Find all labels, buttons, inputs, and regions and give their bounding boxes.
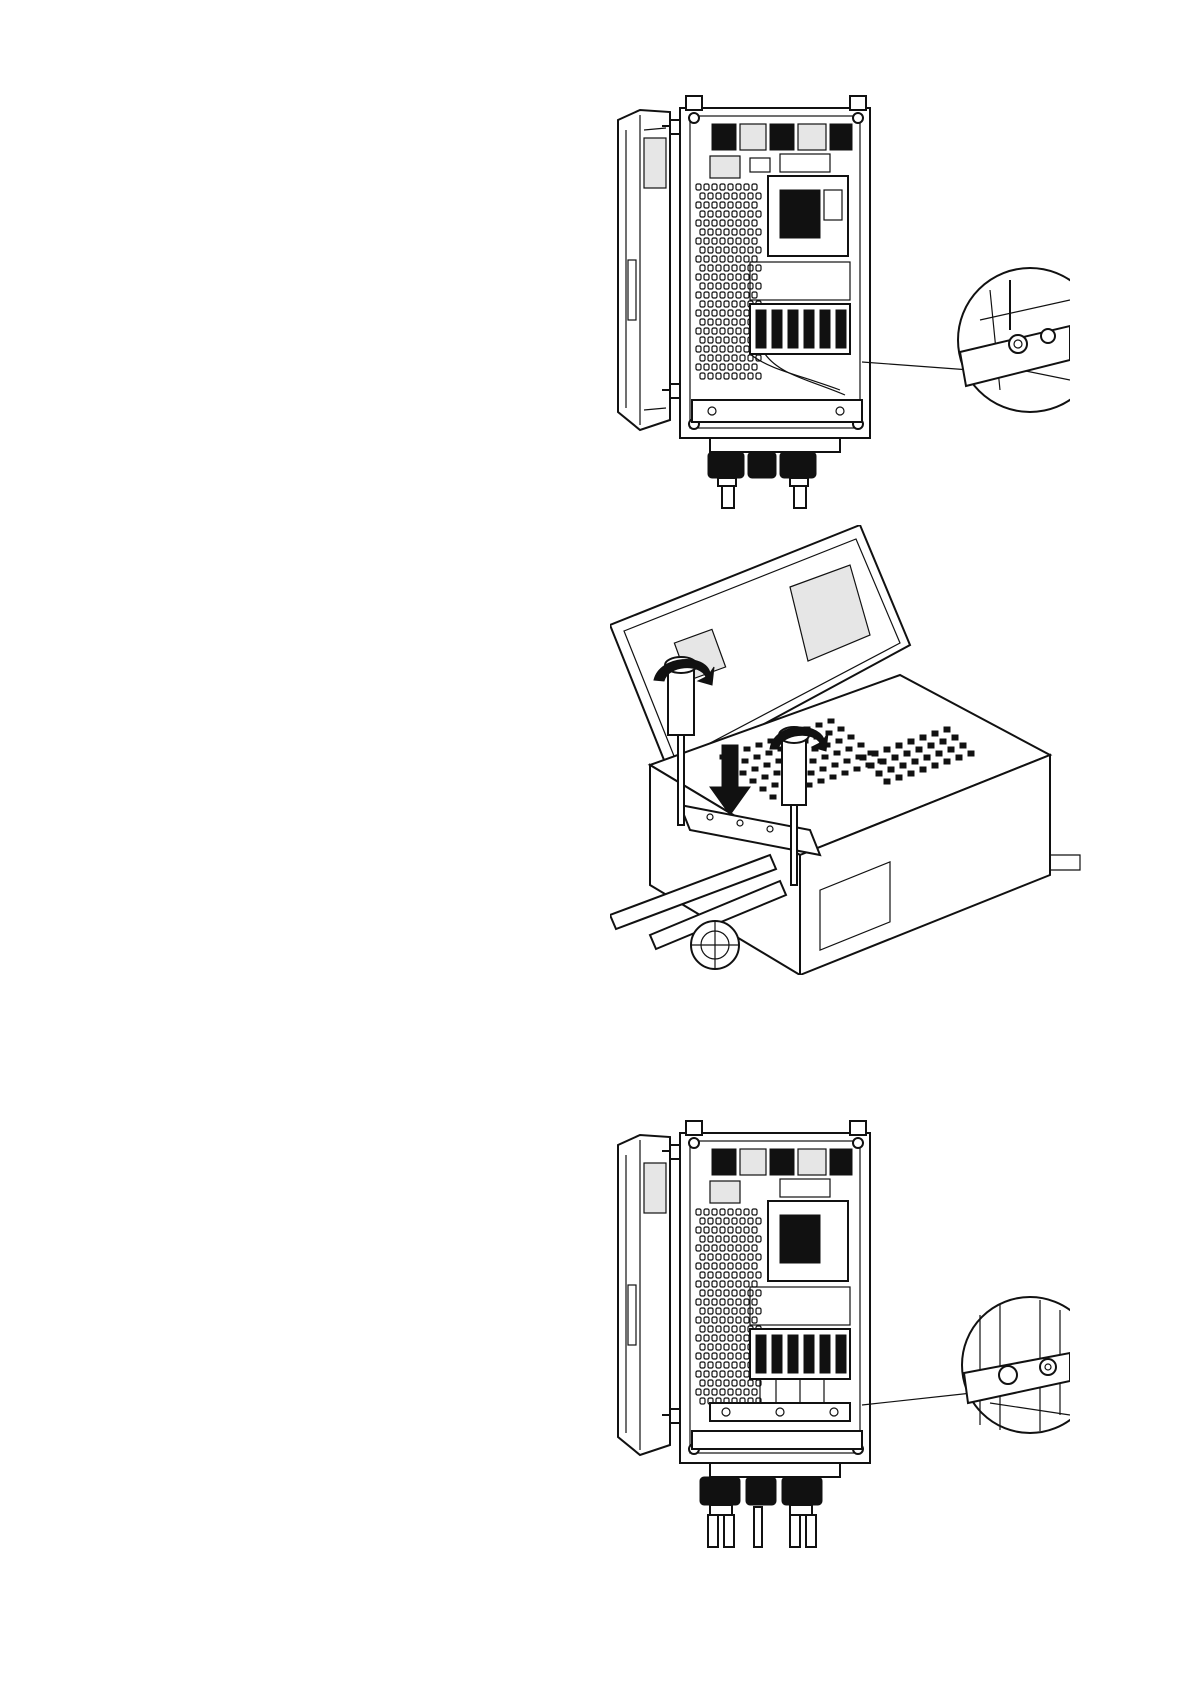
terminal-hole <box>896 775 902 780</box>
terminal-hole <box>822 755 828 759</box>
terminal-hole <box>762 775 768 779</box>
terminal-hole <box>832 763 838 767</box>
terminal-hole <box>808 771 814 775</box>
terminal-hole <box>774 771 780 775</box>
terminal-hole <box>908 739 914 744</box>
terminal-hole <box>956 755 962 760</box>
terminal-hole <box>858 743 864 747</box>
terminal-hole <box>838 727 844 731</box>
terminal-hole <box>876 771 882 776</box>
terminal-hole <box>888 767 894 772</box>
terminal-hole <box>960 743 966 748</box>
terminal-hole <box>752 767 758 771</box>
terminal-hole <box>892 755 898 760</box>
terminal-hole <box>900 763 906 768</box>
figure-3-drive-front-view <box>600 1115 1070 1555</box>
cable-glands <box>700 1463 840 1547</box>
terminal-hole <box>816 723 822 727</box>
terminal-hole <box>764 763 770 767</box>
terminal-hole <box>920 735 926 740</box>
terminal-hole <box>944 727 950 732</box>
terminal-hole <box>936 751 942 756</box>
cable-glands <box>708 438 840 508</box>
figure-2-drive-isometric-view <box>610 525 1150 975</box>
terminal-hole <box>928 743 934 748</box>
terminal-hole <box>740 771 746 775</box>
bottom-clamp-bar <box>692 400 862 422</box>
terminal-hole <box>754 755 760 759</box>
terminal-hole <box>884 779 890 784</box>
terminal-hole <box>924 755 930 760</box>
terminal-hole <box>830 775 836 779</box>
terminal-hole <box>872 751 878 756</box>
terminal-hole <box>904 751 910 756</box>
terminal-hole <box>828 719 834 723</box>
terminal-hole <box>818 779 824 783</box>
open-door <box>618 1135 670 1455</box>
terminal-hole <box>770 795 776 799</box>
terminal-hole <box>860 755 866 760</box>
terminal-hole <box>912 759 918 764</box>
fan-icon <box>691 921 739 969</box>
terminal-hole <box>932 731 938 736</box>
terminal-hole <box>744 747 750 751</box>
terminal-hole <box>854 767 860 771</box>
terminal-hole <box>742 759 748 763</box>
terminal-hole <box>884 747 890 752</box>
terminal-hole <box>880 759 886 764</box>
detail-zoom-circle <box>862 268 1070 412</box>
terminal-hole <box>772 783 778 787</box>
terminal-hole <box>756 743 762 747</box>
terminal-hole <box>848 735 854 739</box>
terminal-hole <box>846 747 852 751</box>
terminal-hole <box>932 763 938 768</box>
terminal-hole <box>920 767 926 772</box>
open-door <box>618 110 670 430</box>
terminal-hole <box>842 771 848 775</box>
figure-1-drive-front-view <box>600 90 1070 510</box>
terminal-hole <box>896 743 902 748</box>
terminal-hole <box>750 779 756 783</box>
terminal-hole <box>948 747 954 752</box>
terminal-hole <box>944 759 950 764</box>
terminal-hole <box>834 751 840 755</box>
terminal-hole <box>968 751 974 756</box>
terminal-hole <box>820 767 826 771</box>
terminal-hole <box>810 759 816 763</box>
terminal-hole <box>916 747 922 752</box>
terminal-hole <box>908 771 914 776</box>
terminal-hole <box>952 735 958 740</box>
terminal-hole <box>766 751 772 755</box>
terminal-hole <box>836 739 842 743</box>
terminal-hole <box>844 759 850 763</box>
terminal-hole <box>868 763 874 768</box>
terminal-hole <box>760 787 766 791</box>
terminal-hole <box>940 739 946 744</box>
detail-zoom-circle <box>862 1297 1070 1433</box>
